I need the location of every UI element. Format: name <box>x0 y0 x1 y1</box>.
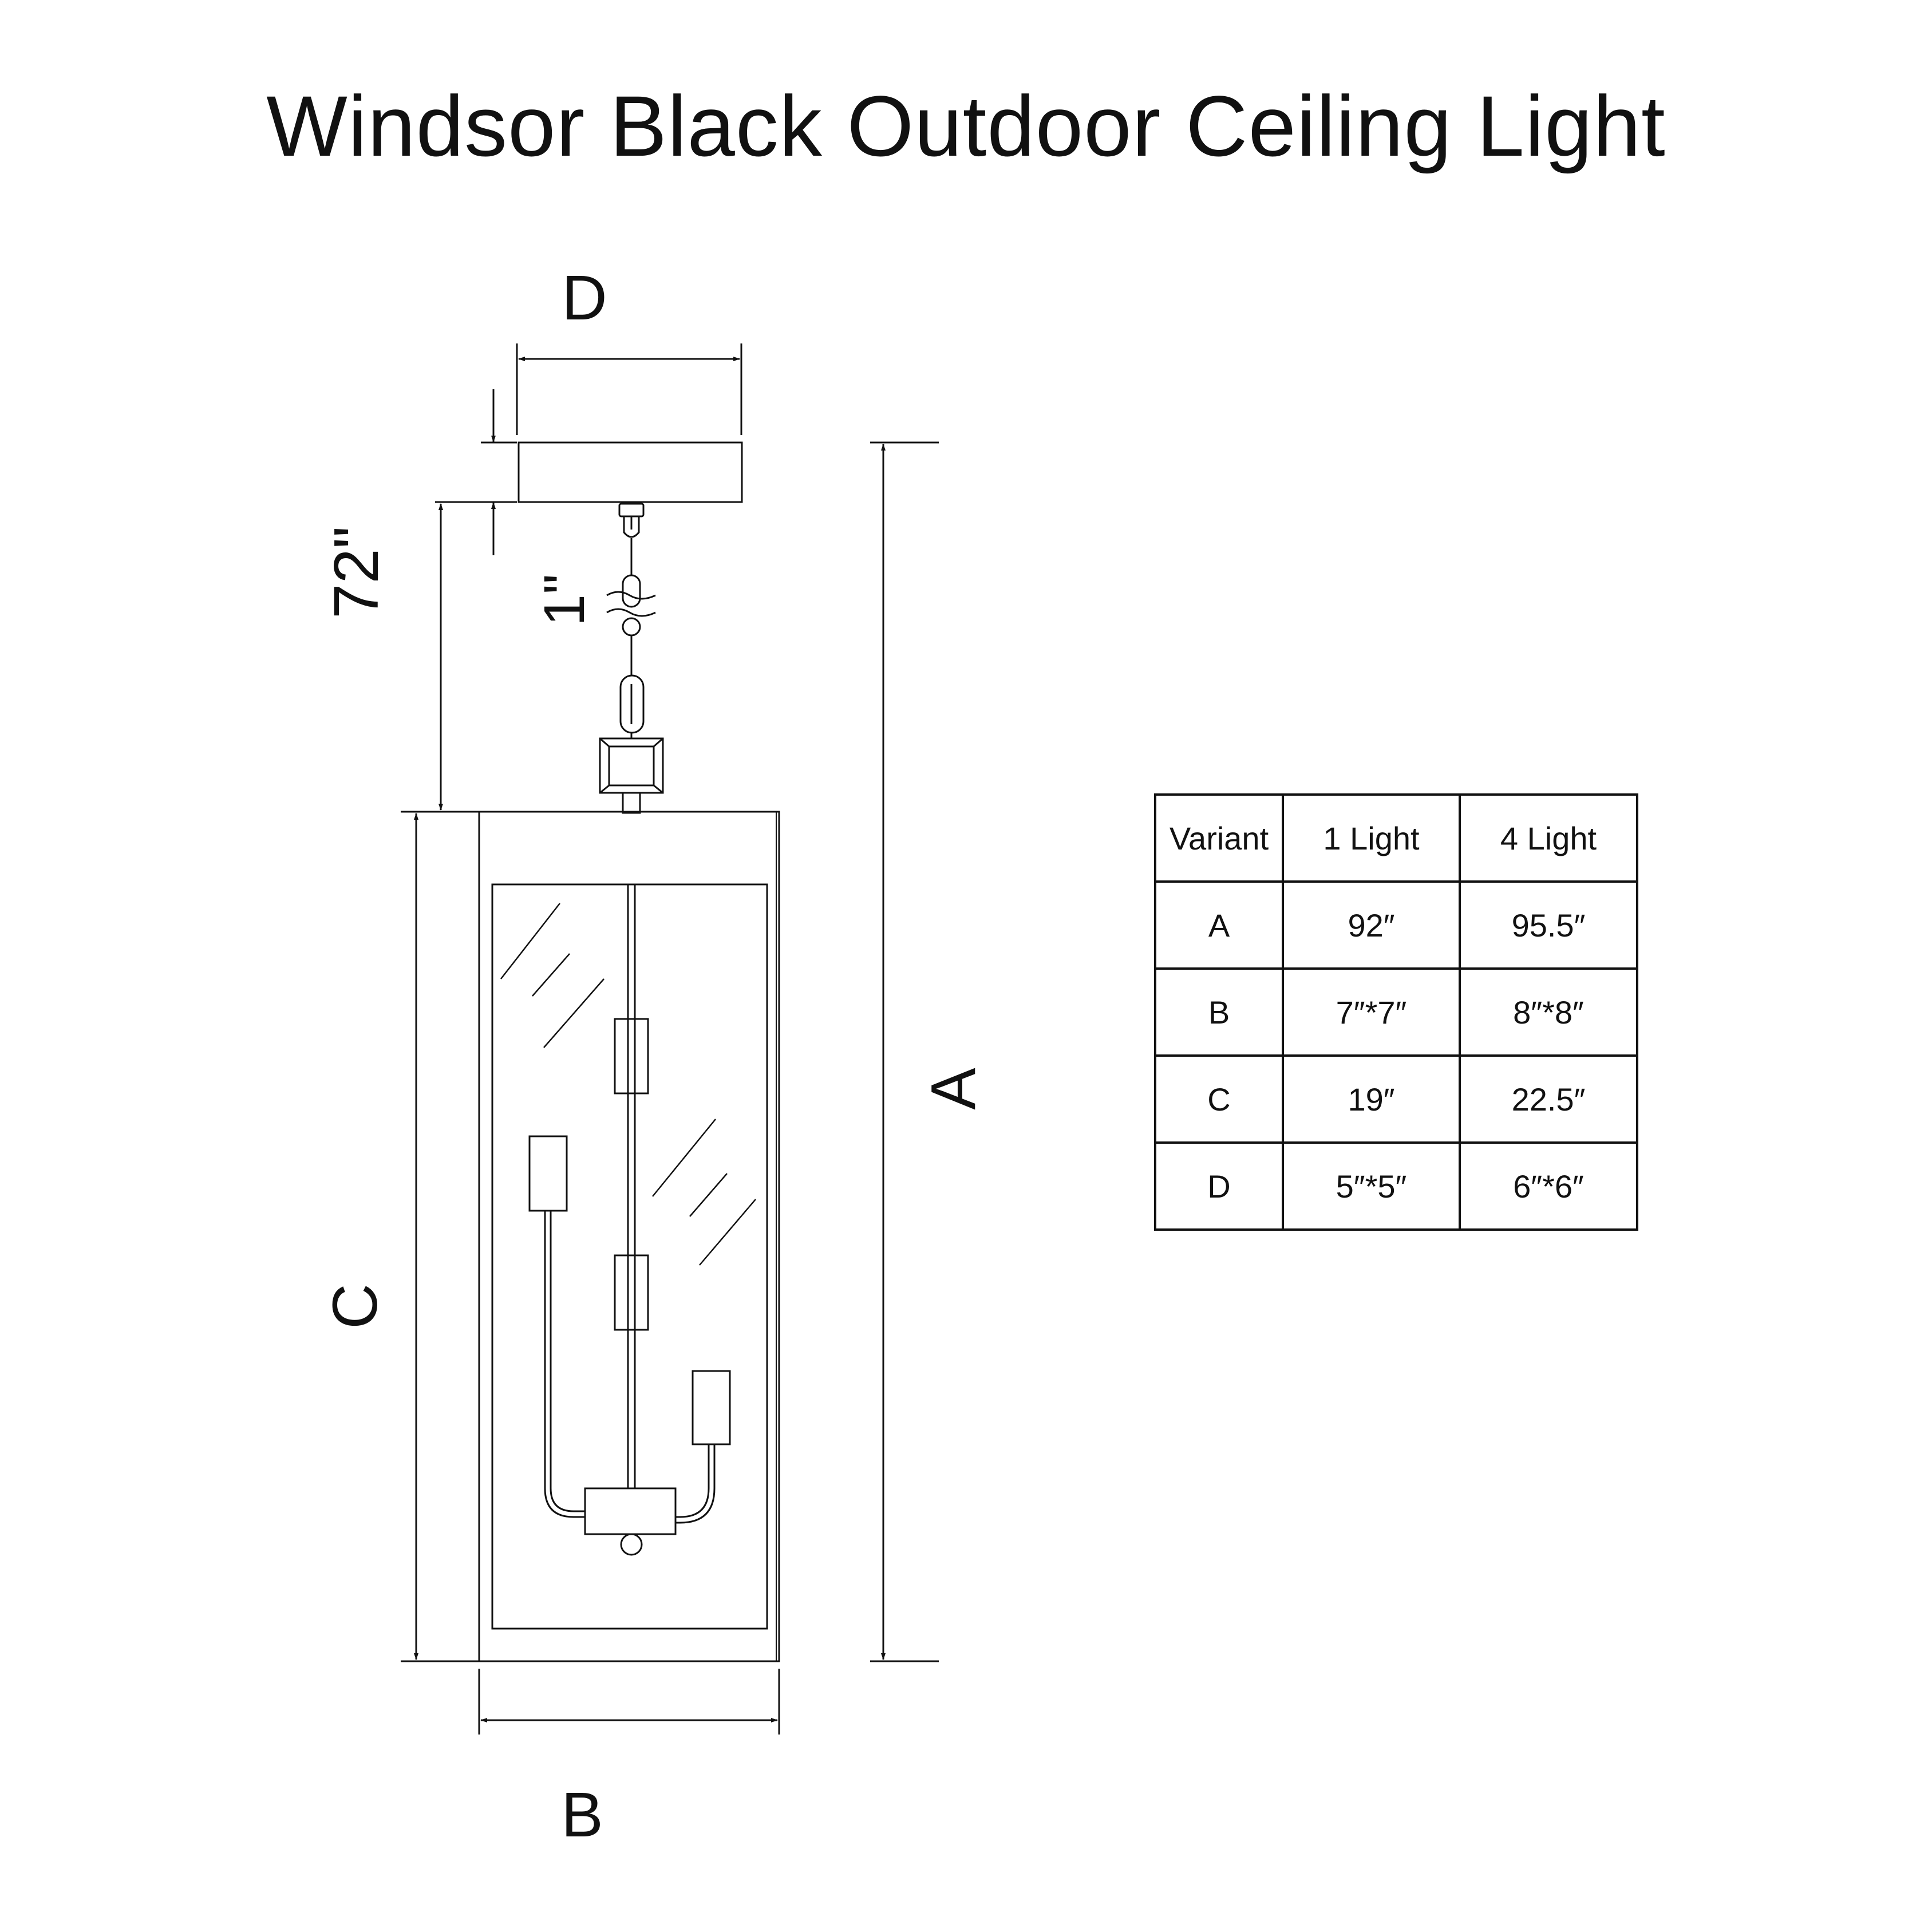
table-header-cell: 1 Light <box>1282 793 1461 883</box>
label-b: B <box>561 1780 603 1850</box>
top-cap <box>599 737 664 814</box>
table-row: D 5″*5″ 6″*6″ <box>1154 1141 1638 1231</box>
candelabra-arms <box>528 1135 731 1556</box>
label-a: A <box>918 1068 989 1110</box>
table-cell: 7″*7″ <box>1282 967 1461 1057</box>
dimension-d <box>516 343 742 435</box>
table-header-cell: 4 Light <box>1459 793 1638 883</box>
canopy-height-dimension <box>481 389 517 555</box>
dimension-chain-72 <box>418 501 481 813</box>
table-cell: D <box>1154 1141 1284 1231</box>
spec-table: Variant 1 Light 4 Light A 92″ 95.5″ B 7″… <box>1154 793 1638 1231</box>
table-cell: 5″*5″ <box>1282 1141 1461 1231</box>
label-c: C <box>320 1283 390 1329</box>
table-cell: 95.5″ <box>1459 880 1638 970</box>
table-header-cell: Variant <box>1154 793 1284 883</box>
table-header-row: Variant 1 Light 4 Light <box>1154 793 1638 883</box>
table-row: C 19″ 22.5″ <box>1154 1054 1638 1144</box>
glass-reflection <box>500 903 756 1266</box>
table-cell: 92″ <box>1282 880 1461 970</box>
lantern-body <box>478 811 780 1662</box>
table-cell: B <box>1154 967 1284 1057</box>
table-cell: 6″*6″ <box>1459 1141 1638 1231</box>
canopy-clip <box>618 503 645 538</box>
table-cell: 19″ <box>1282 1054 1461 1144</box>
table-cell: A <box>1154 880 1284 970</box>
table-cell: 22.5″ <box>1459 1054 1638 1144</box>
label-chain-length: 72" <box>321 526 392 618</box>
table-cell: C <box>1154 1054 1284 1144</box>
canopy <box>517 441 743 503</box>
label-d: D <box>562 263 607 333</box>
table-row: B 7″*7″ 8″*8″ <box>1154 967 1638 1057</box>
dimension-a <box>870 441 939 1662</box>
chain <box>606 538 656 738</box>
table-row: A 92″ 95.5″ <box>1154 880 1638 970</box>
page-title: Windsor Black Outdoor Ceiling Light <box>266 78 1666 174</box>
table-cell: 8″*8″ <box>1459 967 1638 1057</box>
dimension-c <box>401 811 479 1662</box>
label-gap: 1" <box>532 574 596 626</box>
dimension-b <box>478 1669 780 1735</box>
